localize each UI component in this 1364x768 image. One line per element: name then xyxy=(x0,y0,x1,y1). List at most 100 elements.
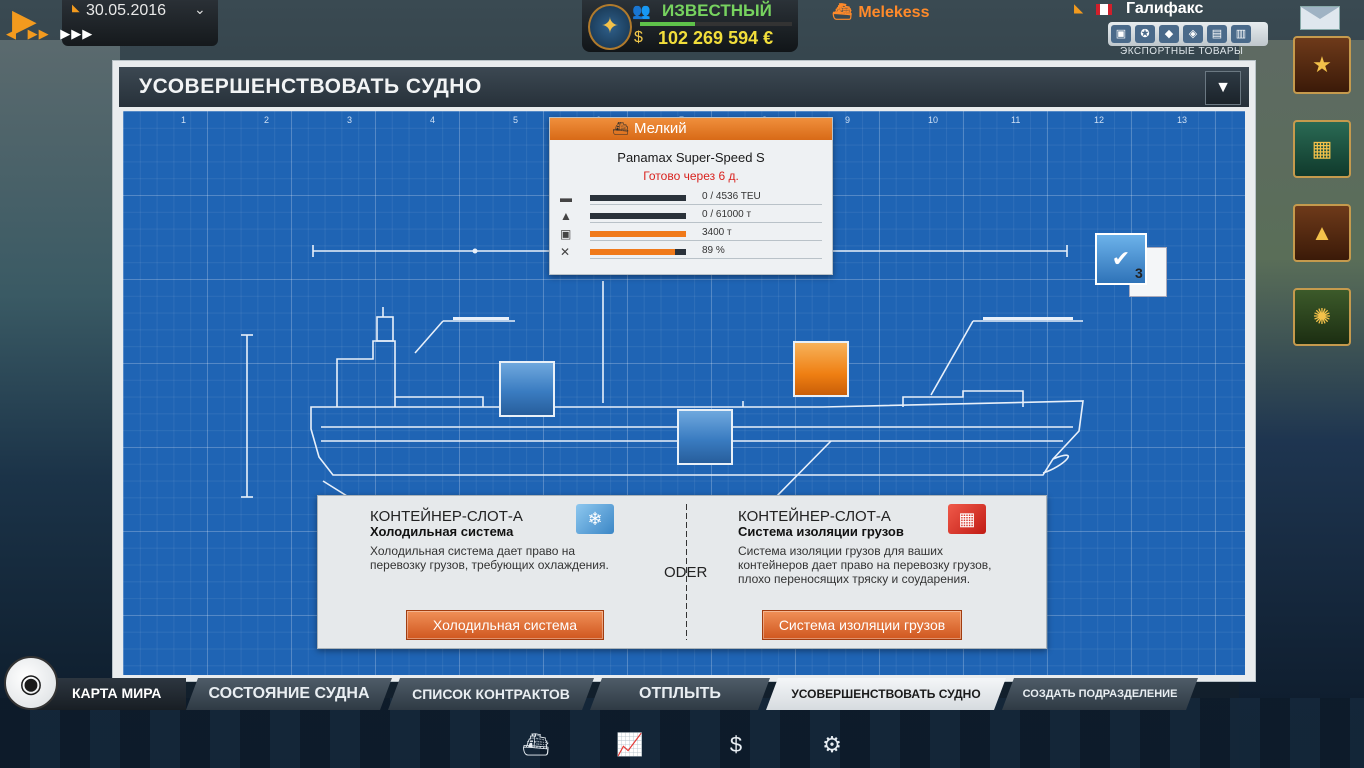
goods-ore-icon: ◆ xyxy=(1159,25,1179,43)
speed-1-button-icon[interactable]: ◀ xyxy=(6,26,17,41)
insulated-container-icon: ▦ xyxy=(948,504,986,534)
rank-progress-bar xyxy=(640,22,792,26)
upgrade-choice-panel: КОНТЕЙНЕР-СЛОТ-А Холодильная система Хол… xyxy=(317,495,1047,649)
ship-type-label: Panamax Super-Speed S xyxy=(617,150,765,165)
calendar-flag-icon: ◣ xyxy=(72,3,80,14)
goods-crate-icon: ▣ xyxy=(1111,25,1131,43)
statistics-chart-icon[interactable]: 📈 xyxy=(616,732,644,757)
wrench-icon: ✕ xyxy=(560,245,571,259)
ruler-number: 12 xyxy=(1094,115,1105,125)
rank-label: ИЗВЕСТНЫЙ xyxy=(662,1,772,20)
container-slot-a-mid[interactable] xyxy=(499,361,555,417)
ruler-number: 5 xyxy=(513,115,519,125)
money-balance: 102 269 594 € xyxy=(658,28,774,48)
goods-machine-icon: ▤ xyxy=(1207,25,1227,43)
ready-status-label: Готово через 6 д. xyxy=(643,169,739,183)
ruler-number: 4 xyxy=(430,115,436,125)
tab-create-branch[interactable]: СОЗДАТЬ ПОДРАЗДЕЛЕНИЕ xyxy=(1002,678,1198,710)
rank-progress-fill xyxy=(640,22,695,26)
stat-value: 3400 т xyxy=(702,227,732,238)
top-hud: ▶ ◣ 30.05.2016 ⌄ ◀ ▶▶ ▶▶▶ ✦ 👥 ИЗВЕСТНЫЙ … xyxy=(0,0,1364,57)
speed-2-button-icon[interactable]: ▶▶ xyxy=(27,26,50,41)
tab-upgrade-ship[interactable]: УСОВЕРШЕНСТВОВАТЬ СУДНО xyxy=(766,678,1006,710)
weight-icon: ▲ xyxy=(560,209,572,223)
fuel-can-icon: ▣ xyxy=(560,227,572,241)
panel-header: УСОВЕРШЕНСТВОВАТЬ СУДНО ▼ xyxy=(119,67,1249,107)
ship-size-icon: ⛴ xyxy=(612,121,629,136)
stat-row-teu: ▬ 0 / 4536 TEU xyxy=(560,191,822,206)
stat-row-fuel: ▣ 3400 т xyxy=(560,227,822,242)
ruler-number: 3 xyxy=(347,115,353,125)
insulation-button[interactable]: Система изоляции грузов xyxy=(762,610,962,640)
world-map-tab[interactable]: ⬅ КАРТА МИРА xyxy=(30,678,186,710)
ruler-number: 9 xyxy=(845,115,851,125)
ship-icon: ⛴ xyxy=(832,4,853,21)
option-description: Система изоляции грузов для ваших контей… xyxy=(738,544,992,586)
port-name: Галифакс xyxy=(1126,0,1204,17)
tab-contract-list[interactable]: СПИСОК КОНТРАКТОВ xyxy=(388,678,594,710)
bottom-toolbar: ⛴ 📈 $ ⚙ xyxy=(0,728,1364,764)
current-ship[interactable]: ⛴ Melekess xyxy=(832,2,929,22)
achievements-medal-icon[interactable]: ★ xyxy=(1293,36,1351,94)
world-map-label: КАРТА МИРА xyxy=(72,685,162,701)
stat-fill xyxy=(590,249,676,255)
export-goods-label: ЭКСПОРТНЫЕ ТОВАРЫ xyxy=(1120,46,1244,57)
rank-money-panel: ✦ 👥 ИЗВЕСТНЫЙ $ 102 269 594 € xyxy=(582,0,798,52)
port-flag-icon: ◣ xyxy=(1074,1,1084,15)
certificate-document-icon[interactable]: ✔ xyxy=(1095,233,1147,285)
stat-value: 0 / 4536 TEU xyxy=(702,191,761,202)
speed-controls: ◀ ▶▶ ▶▶▶ xyxy=(6,26,99,42)
chevron-down-icon[interactable]: ⌄ xyxy=(194,1,206,17)
refrigeration-button[interactable]: Холодильная система xyxy=(406,610,604,640)
option-slot-title: КОНТЕЙНЕР-СЛОТ-А xyxy=(370,508,523,525)
mail-icon[interactable] xyxy=(1300,6,1340,30)
container-slot-lower[interactable] xyxy=(677,409,733,465)
people-icon: 👥 xyxy=(632,3,651,20)
speed-3-button-icon[interactable]: ▶▶▶ xyxy=(60,26,94,41)
money-icon: $ xyxy=(634,29,643,46)
ship-finance-icon[interactable]: ⛴ xyxy=(522,732,550,757)
ship-blueprint: 12345678910111213 xyxy=(123,111,1245,675)
stat-value: 0 / 61000 т xyxy=(702,209,752,220)
collapse-toggle-icon[interactable]: ▼ xyxy=(1205,71,1241,105)
goods-misc-icon: ▥ xyxy=(1231,25,1251,43)
harbor-background-left xyxy=(0,40,120,768)
option-description: Холодильная система дает право на перево… xyxy=(370,544,609,572)
upgrade-ship-panel: УСОВЕРШЕНСТВОВАТЬ СУДНО ▼ 12345678910111… xyxy=(112,60,1256,682)
or-label: ODER xyxy=(664,564,708,581)
ship-size-header: ⛴ Мелкий xyxy=(550,118,832,140)
ruler-number: 10 xyxy=(928,115,939,125)
canada-flag-icon xyxy=(1096,4,1112,15)
rank-emblem-icon[interactable]: ✦ xyxy=(588,4,632,50)
settings-list-icon[interactable]: ⚙ xyxy=(822,732,842,757)
document-count: 3 xyxy=(1135,265,1143,281)
stat-fill xyxy=(590,231,686,237)
option-name: Холодильная система xyxy=(370,524,514,539)
game-date: 30.05.2016 xyxy=(86,2,167,19)
ruler-number: 11 xyxy=(1011,115,1021,125)
play-pause-button[interactable]: ▶ xyxy=(12,5,36,38)
stat-value: 89 % xyxy=(702,245,725,256)
ruler-number: 1 xyxy=(181,115,187,125)
ruler-number: 2 xyxy=(264,115,270,125)
option-name: Система изоляции грузов xyxy=(738,524,904,539)
bank-loan-icon[interactable]: $ xyxy=(729,732,743,757)
ship-size-label: Мелкий xyxy=(634,120,687,137)
ruler-number: 13 xyxy=(1177,115,1188,125)
world-globe-award-icon[interactable]: ✺ xyxy=(1293,288,1351,346)
date-panel[interactable]: ◣ 30.05.2016 ⌄ xyxy=(62,0,218,46)
rank-insignia-icon[interactable]: ▲ xyxy=(1293,204,1351,262)
office-building-icon[interactable]: ▦ xyxy=(1293,120,1351,178)
globe-icon[interactable]: ◉ xyxy=(4,656,58,710)
container-slot-selected[interactable] xyxy=(793,341,849,397)
option-divider xyxy=(686,504,687,640)
ship-name-label: Melekess xyxy=(858,4,930,21)
stat-row-condition: ✕ 89 % xyxy=(560,245,822,260)
port-panel[interactable]: ◣ Галифакс ▣✪◆◈▤▥ ЭКСПОРТНЫЕ ТОВАРЫ xyxy=(1068,0,1268,62)
refrigerated-container-icon: ❄ xyxy=(576,504,614,534)
goods-medal-icon: ✪ xyxy=(1135,25,1155,43)
tab-ship-status[interactable]: СОСТОЯНИЕ СУДНА xyxy=(186,678,392,710)
tab-depart[interactable]: ОТПЛЫТЬ xyxy=(590,678,770,710)
export-goods-bar[interactable]: ▣✪◆◈▤▥ xyxy=(1108,22,1268,46)
container-capacity-icon: ▬ xyxy=(560,191,572,205)
